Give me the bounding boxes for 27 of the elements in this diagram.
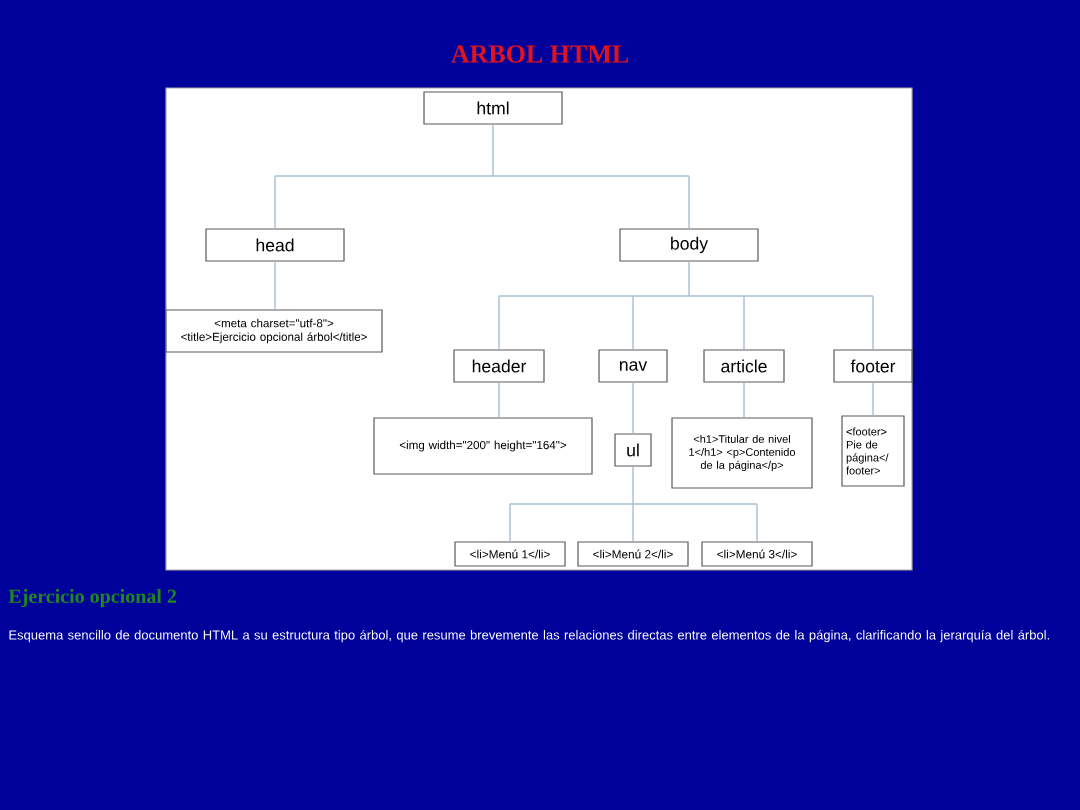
- connector-line: [743, 381, 745, 419]
- element-box: footer: [833, 349, 913, 383]
- element-box: article: [703, 349, 785, 383]
- connector-line: [274, 175, 276, 230]
- connector-line: [872, 381, 874, 417]
- element-box: ul: [614, 433, 652, 467]
- connector-line: [743, 295, 745, 351]
- element-box: html: [423, 91, 563, 125]
- element-box: body: [619, 228, 759, 262]
- connector-line: [498, 381, 500, 419]
- connector-line: [632, 503, 634, 543]
- element-box: nav: [598, 349, 668, 383]
- page-title: ARBOL HTML: [451, 45, 629, 63]
- element-box: head: [205, 228, 345, 262]
- connector-line: [756, 503, 758, 543]
- connector-line: [872, 295, 874, 351]
- connector-line: [632, 295, 634, 351]
- connector-line: [688, 175, 690, 230]
- connector-line: [509, 503, 511, 543]
- element-box: header: [453, 349, 545, 383]
- connector-line: [498, 260, 874, 297]
- connector-line: [498, 295, 500, 351]
- connector-line: [274, 123, 690, 177]
- section-heading: Ejercicio opcional 2: [8, 588, 177, 608]
- connector-line: [632, 381, 634, 435]
- connector-line: [509, 465, 758, 505]
- connector-line: [274, 260, 276, 311]
